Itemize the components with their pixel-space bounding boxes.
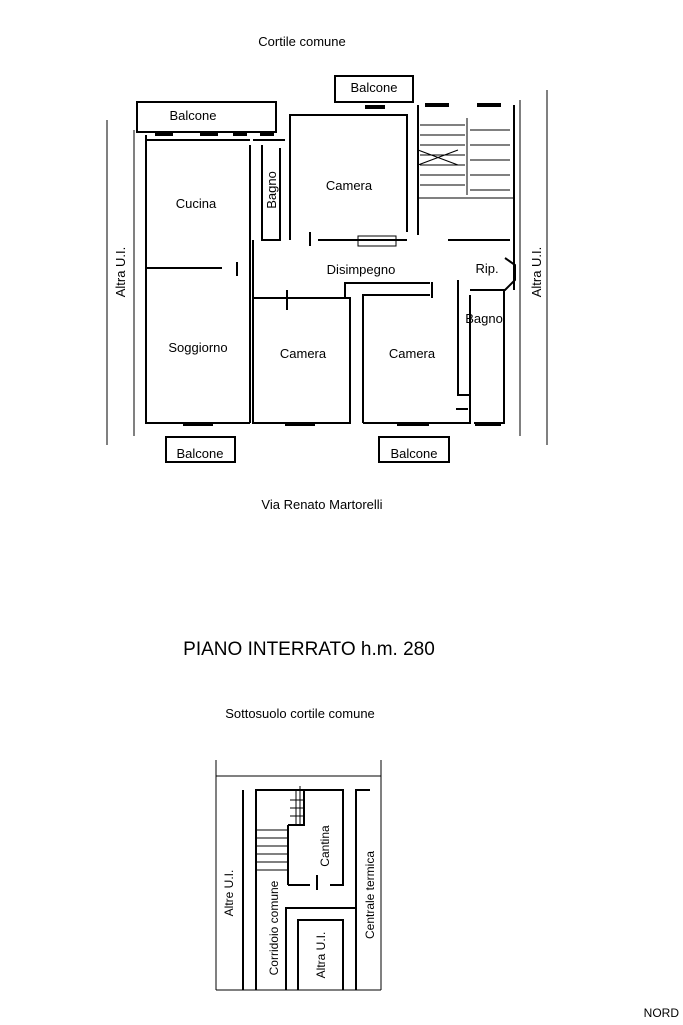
window-marks-ground bbox=[155, 103, 501, 426]
rip-label: Rip. bbox=[475, 261, 498, 276]
corridoio-walls bbox=[255, 789, 344, 990]
bagno-e-label: Bagno bbox=[465, 311, 503, 326]
balcone-sw-box bbox=[165, 436, 236, 463]
cantina-stair-wall bbox=[288, 790, 305, 826]
rip-walls bbox=[470, 257, 516, 291]
staircase-basement bbox=[256, 786, 304, 871]
camera-sw-label: Camera bbox=[280, 346, 327, 361]
altra-ui-box-inner bbox=[297, 919, 344, 990]
disimpegno-label: Disimpegno bbox=[327, 262, 396, 277]
balcone-sw-label: Balcone bbox=[177, 446, 224, 461]
balcone-n-box bbox=[334, 75, 414, 103]
courtyard-label: Cortile comune bbox=[258, 34, 345, 49]
bagno-n-label: Bagno bbox=[264, 171, 279, 209]
balcone-se-label: Balcone bbox=[391, 446, 438, 461]
ground-floor-plan: Cortile comune bbox=[106, 34, 548, 512]
camera-north-walls bbox=[289, 114, 408, 240]
street-label: Via Renato Martorelli bbox=[261, 497, 382, 512]
bagno-e-west-wall bbox=[457, 280, 470, 396]
basement-top-label: Sottosuolo cortile comune bbox=[225, 706, 375, 721]
centrale-west-wall bbox=[355, 789, 370, 990]
bagno-walls bbox=[261, 145, 281, 241]
camera-n-label: Camera bbox=[326, 178, 373, 193]
centrale-termica-label: Centrale termica bbox=[363, 851, 377, 939]
altra-ui-right-label: Altra U.I. bbox=[529, 247, 544, 298]
cucina-label: Cucina bbox=[176, 196, 217, 211]
basement-title: PIANO INTERRATO h.m. 280 bbox=[183, 639, 435, 660]
altra-ui-basement-label: Altra U.I. bbox=[314, 932, 328, 979]
east-wall bbox=[474, 290, 505, 424]
balcone-nw-box bbox=[136, 101, 277, 133]
disimpegno-south-wall-2 bbox=[344, 282, 430, 298]
corridoio-label: Corridoio comune bbox=[267, 880, 281, 975]
staircase-ground bbox=[417, 118, 510, 195]
altra-ui-box-top bbox=[285, 907, 356, 990]
balcone-n-label: Balcone bbox=[351, 80, 398, 95]
camera-se-walls bbox=[362, 294, 430, 423]
altre-ui-label: Altre U.I. bbox=[222, 870, 236, 917]
altra-ui-left-label: Altra U.I. bbox=[113, 247, 128, 298]
basement-plan: PIANO INTERRATO h.m. 280 Sottosuolo cort… bbox=[183, 639, 435, 991]
camera-se-label: Camera bbox=[389, 346, 436, 361]
west-wall bbox=[145, 135, 250, 424]
north-label: NORD bbox=[644, 1006, 680, 1020]
balcone-nw-label: Balcone bbox=[170, 108, 217, 123]
cantina-label: Cantina bbox=[318, 825, 332, 867]
soggiorno-label: Soggiorno bbox=[168, 340, 227, 355]
balcone-se-box bbox=[378, 436, 450, 463]
disimpegno-south-wall bbox=[270, 297, 351, 310]
